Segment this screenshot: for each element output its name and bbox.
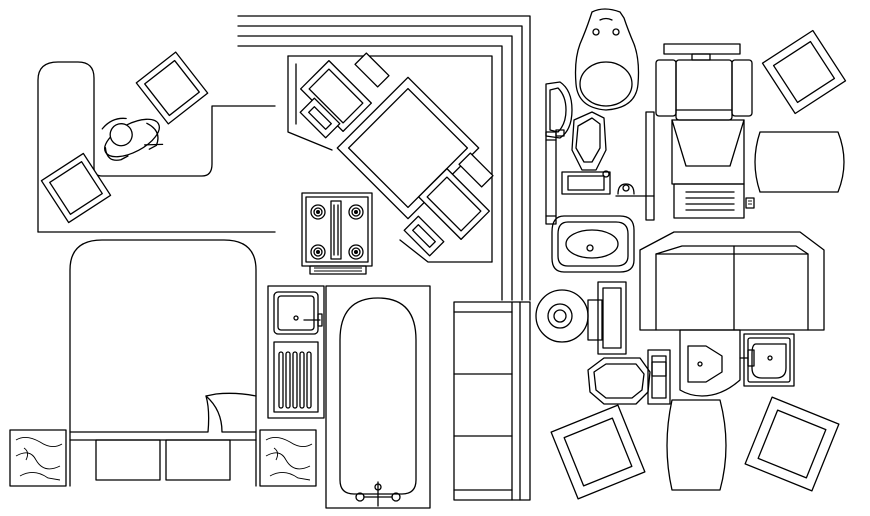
seated-person-figure (101, 117, 164, 161)
two-seat-sofa (639, 231, 825, 331)
three-seat-sofa (453, 301, 531, 501)
towel-rail-and-taps (615, 111, 655, 221)
wall-hung-toilet-top (574, 8, 640, 111)
armchair-bottom-left (550, 404, 646, 500)
bathtub (325, 285, 431, 509)
barrel-table-bottom (666, 399, 727, 491)
burner-bottom-left (310, 244, 326, 260)
toilet-with-tank (561, 111, 611, 195)
burner-top-left (310, 204, 326, 220)
nightstand-left (9, 429, 67, 487)
armchair-left (40, 152, 112, 224)
round-toilet-with-tank (535, 281, 627, 355)
corner-sectional-sofa (287, 52, 494, 263)
l-shaped-walls (237, 15, 531, 301)
square-washbasin (739, 333, 795, 387)
office-chair (655, 43, 753, 121)
corner-washbasin (679, 329, 741, 397)
armchair-top (135, 51, 209, 125)
barrel-table-right (754, 131, 845, 193)
cooktop-stove (301, 192, 373, 275)
desk-with-monitor (671, 119, 755, 219)
burner-bottom-right (348, 244, 364, 260)
bed (9, 239, 317, 487)
kitchen-sink-drainboard (267, 285, 325, 419)
oval-washbasin (551, 215, 635, 273)
nightstand-right (259, 429, 317, 487)
armchair-top-right (761, 29, 847, 115)
armchair-bottom-right (744, 396, 840, 492)
burner-top-right (348, 204, 364, 220)
desk-with-chairs (37, 51, 276, 233)
toilet-bottom (587, 349, 671, 405)
shower-wall-rail (545, 129, 565, 225)
